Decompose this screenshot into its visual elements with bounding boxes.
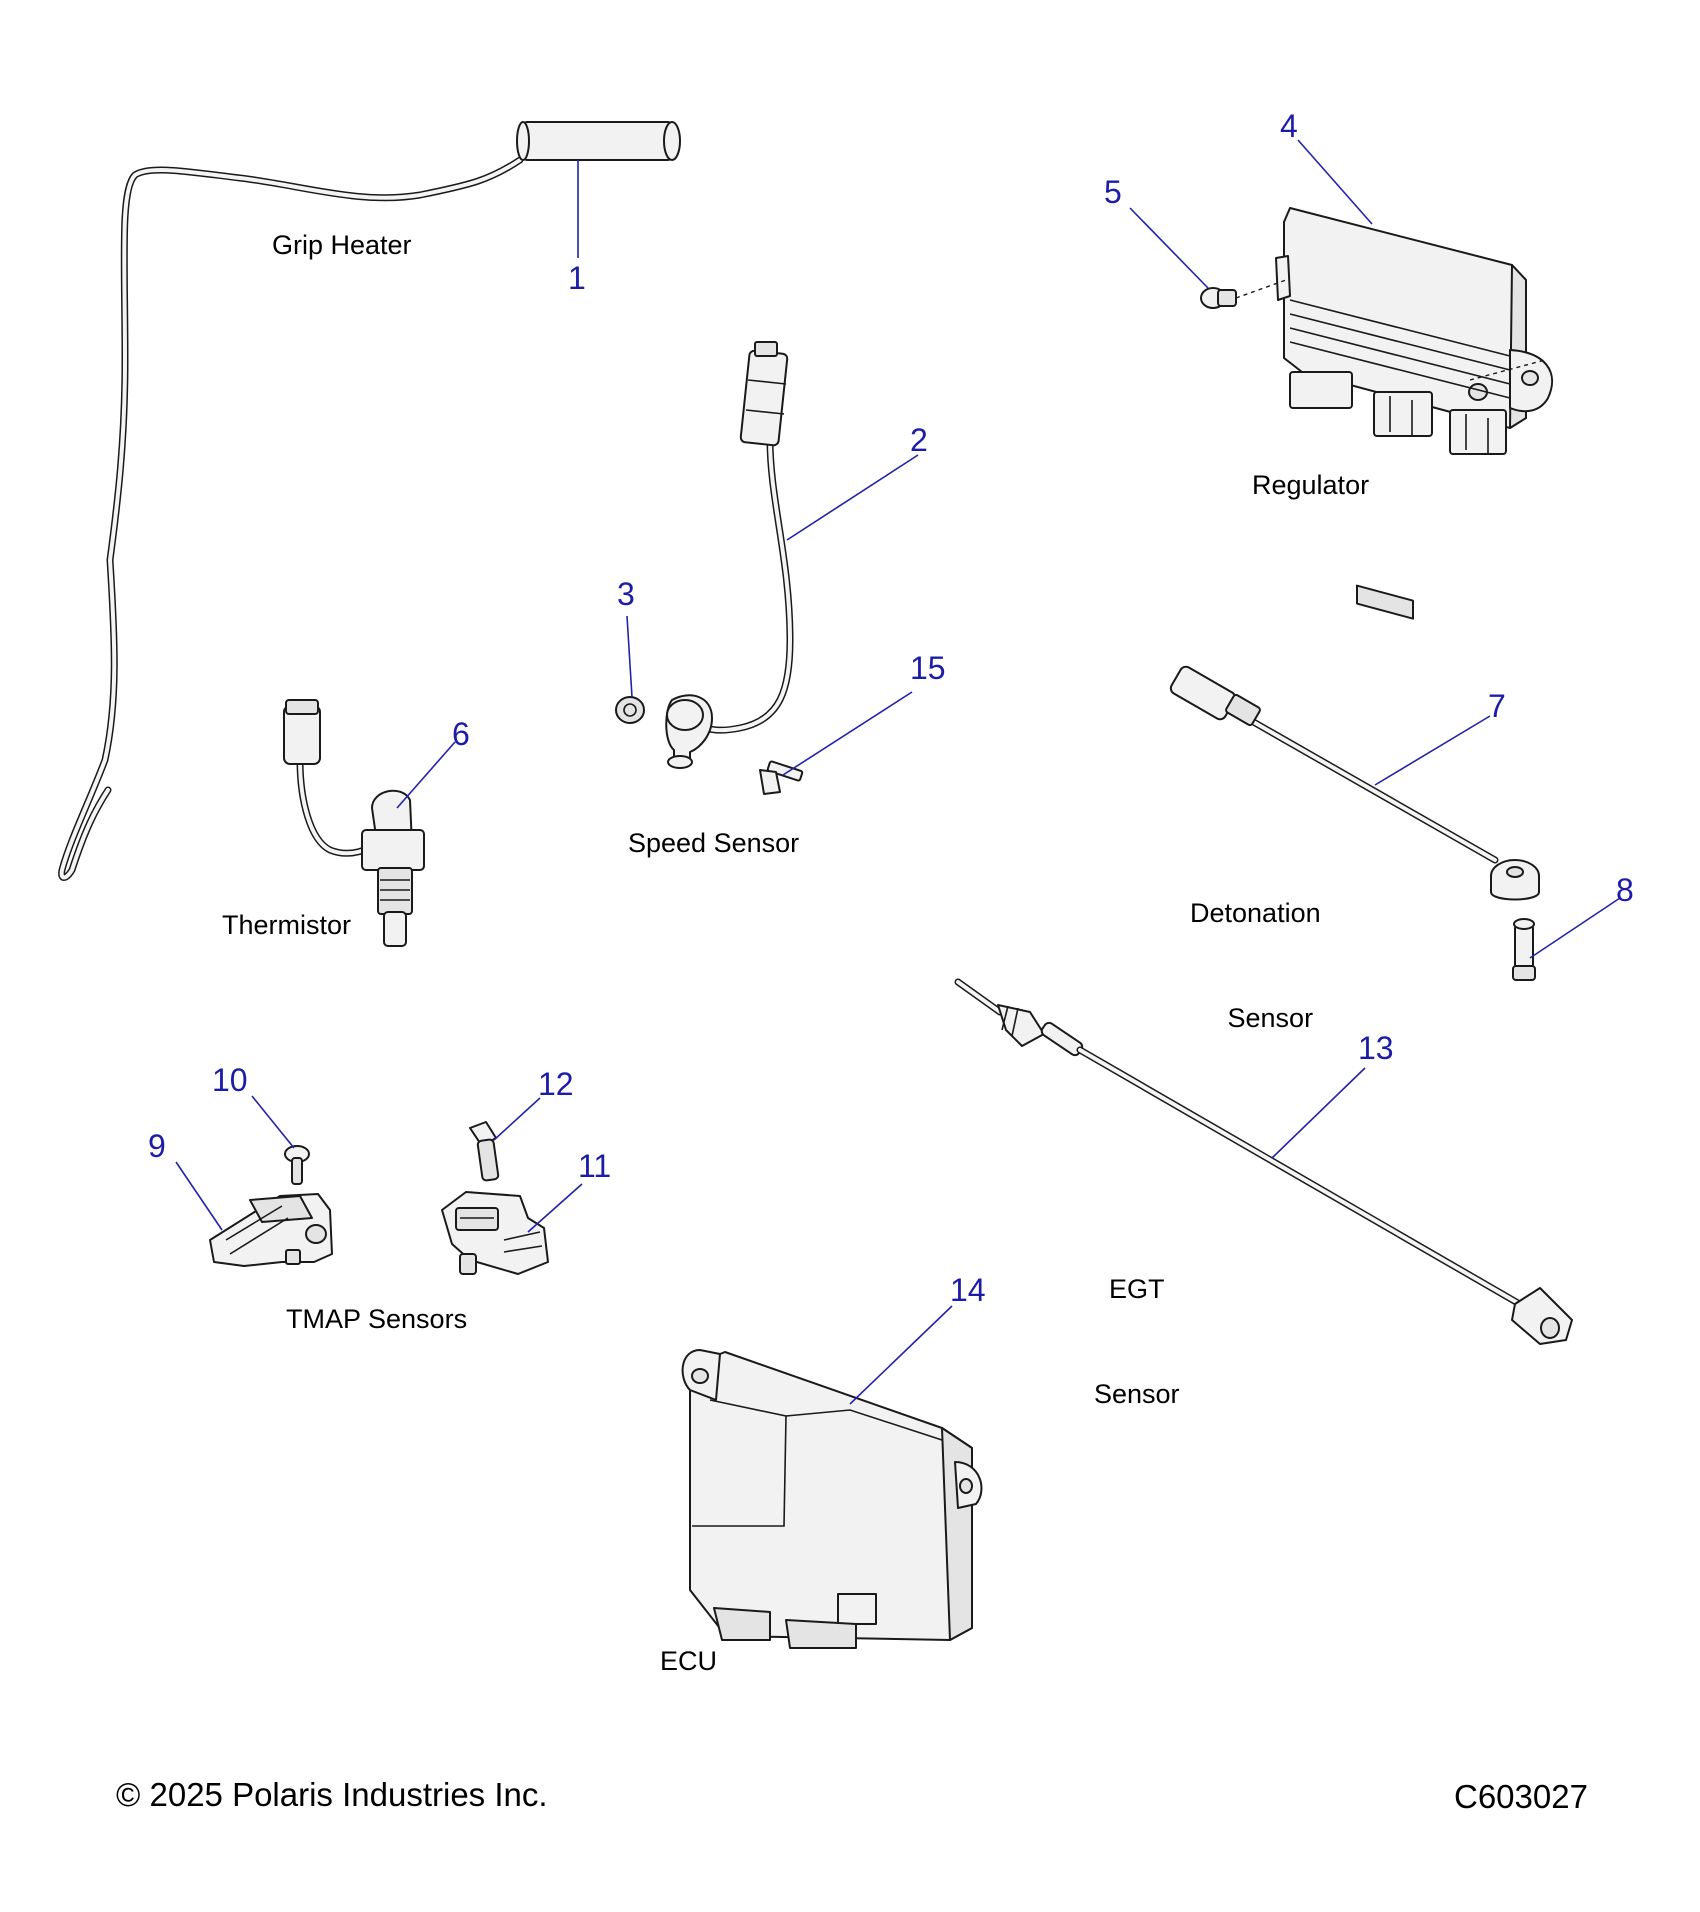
- leader-8: [1529, 897, 1621, 959]
- label-thermistor: Thermistor: [222, 910, 352, 940]
- callout-12: 12: [538, 1066, 574, 1102]
- label-detonation-line1: Detonation: [1190, 898, 1321, 929]
- bolt-15-part: [759, 760, 804, 795]
- copyright-text: © 2025 Polaris Industries Inc.: [116, 1776, 548, 1813]
- label-tmap-sensors: TMAP Sensors: [286, 1304, 468, 1334]
- leader-10: [251, 1095, 295, 1149]
- speed-sensor-part: [665, 341, 794, 769]
- leader-7: [1374, 715, 1491, 786]
- callout-4: 4: [1280, 108, 1298, 144]
- callout-10: 10: [212, 1062, 248, 1098]
- leader-4: [1297, 139, 1373, 225]
- label-egt-sensor: EGT Sensor: [1094, 1202, 1180, 1448]
- label-detonation-sensor: Detonation Sensor: [1190, 826, 1321, 1072]
- regulator-part: [1275, 207, 1554, 620]
- callout-11: 11: [578, 1148, 612, 1184]
- callout-3: 3: [617, 576, 635, 612]
- leader-15: [782, 691, 913, 776]
- callout-15: 15: [910, 650, 946, 686]
- leader-12: [493, 1097, 541, 1141]
- ecu-part: [681, 1349, 983, 1649]
- label-egt-line1: EGT: [1109, 1274, 1165, 1305]
- bolt-8-part: [1512, 918, 1536, 981]
- label-egt-line2: Sensor: [1094, 1379, 1180, 1410]
- label-speed-sensor: Speed Sensor: [628, 828, 800, 858]
- label-ecu: ECU: [660, 1646, 718, 1676]
- screw-10-part: [284, 1145, 310, 1185]
- label-grip-heater: Grip Heater: [272, 230, 412, 260]
- callout-14: 14: [950, 1272, 986, 1308]
- callout-6: 6: [452, 716, 470, 752]
- tmap-sensor-9-part: [209, 1193, 333, 1267]
- leader-9: [175, 1161, 223, 1231]
- grommet-part: [615, 696, 645, 724]
- bolt-12-part: [469, 1121, 500, 1182]
- grip-heater-part: [58, 121, 681, 881]
- callout-13: 13: [1358, 1030, 1394, 1066]
- drawing-number: C603027: [1454, 1778, 1588, 1815]
- tmap-sensor-11-part: [441, 1191, 549, 1275]
- leader-3: [626, 615, 633, 698]
- callout-7: 7: [1488, 688, 1506, 724]
- leader-14: [849, 1305, 953, 1405]
- label-regulator: Regulator: [1252, 470, 1370, 500]
- callout-2: 2: [910, 422, 928, 458]
- leader-5: [1129, 207, 1209, 289]
- label-detonation-line2: Sensor: [1227, 1003, 1314, 1034]
- thermistor-part: [283, 699, 425, 947]
- callout-5: 5: [1104, 174, 1122, 210]
- egt-sensor-part: [954, 978, 1573, 1345]
- callout-9: 9: [148, 1128, 166, 1164]
- leader-13: [1271, 1067, 1366, 1159]
- leader-2: [786, 454, 919, 541]
- callout-1: 1: [568, 260, 586, 296]
- leader-11: [527, 1183, 583, 1233]
- leader-6: [396, 741, 456, 809]
- callout-8: 8: [1616, 872, 1634, 908]
- screw-5-part: [1200, 279, 1546, 381]
- detonation-sensor-part: [1169, 665, 1540, 901]
